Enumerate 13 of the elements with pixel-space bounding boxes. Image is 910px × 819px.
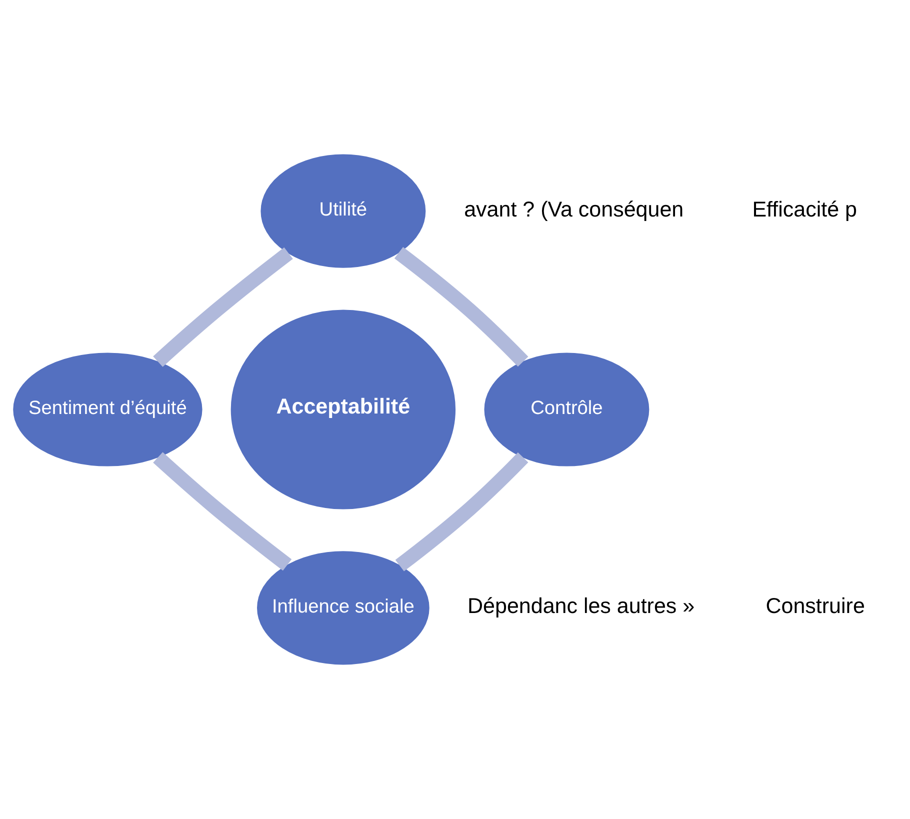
label: Efficacité p: [752, 197, 856, 222]
connector: [394, 246, 528, 367]
node-ellipse: Contrôle: [484, 352, 649, 466]
connector: [152, 452, 292, 571]
connector: [152, 247, 292, 367]
connector: [394, 452, 528, 572]
label: avant ? (Va conséquen: [464, 197, 684, 222]
node-ellipse: Acceptabilité: [230, 310, 456, 510]
node-ellipse: Sentiment d’équité: [12, 352, 202, 466]
label: Construire: [765, 594, 864, 618]
label: Dépendanc les autres »: [467, 594, 694, 618]
node-ellipse: Influence sociale: [256, 551, 429, 665]
node-ellipse: Utilité: [260, 154, 426, 268]
